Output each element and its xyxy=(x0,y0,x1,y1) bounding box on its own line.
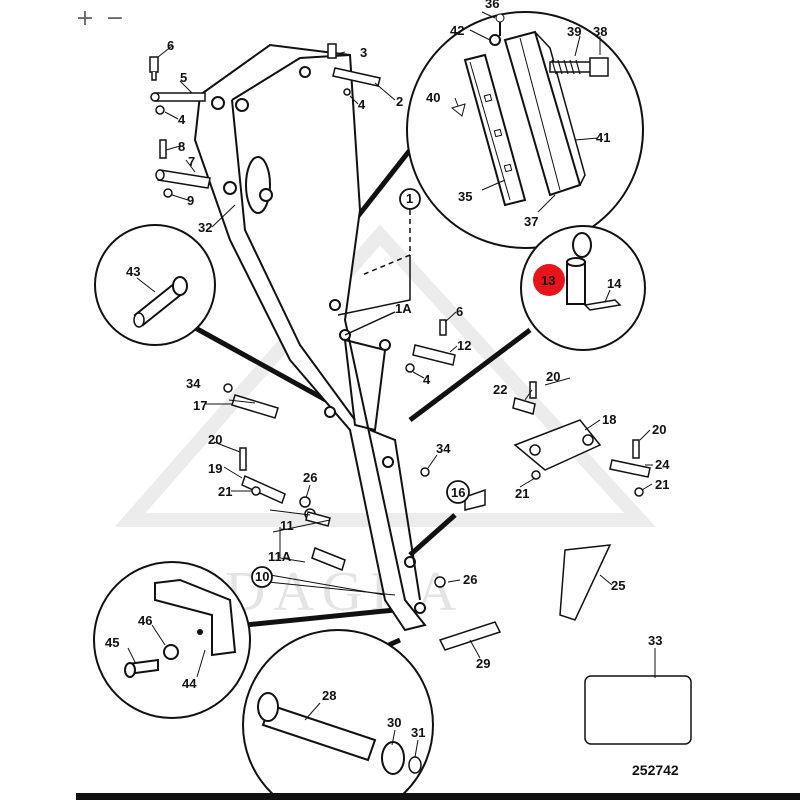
callout-16: 16 xyxy=(451,485,465,500)
callout-1: 1 xyxy=(406,191,413,206)
callout-26: 26 xyxy=(463,572,477,587)
callout-20: 20 xyxy=(652,422,666,437)
callout-46: 46 xyxy=(138,613,152,628)
callout-45: 45 xyxy=(105,635,119,650)
callout-33: 33 xyxy=(648,633,662,648)
callout-9: 9 xyxy=(187,193,194,208)
callout-7: 7 xyxy=(188,154,195,169)
callout-35: 35 xyxy=(458,189,472,204)
callout-1-leader xyxy=(337,210,411,336)
callout-30: 30 xyxy=(387,715,401,730)
callout-18: 18 xyxy=(602,412,616,427)
callout-24: 24 xyxy=(655,457,670,472)
highlight-marker xyxy=(533,264,565,296)
detail-circle-bracket-44 xyxy=(93,561,251,719)
callout-44: 44 xyxy=(182,676,197,691)
loose-parts xyxy=(149,43,692,745)
bottom-bar xyxy=(76,793,800,800)
callout-10: 10 xyxy=(255,569,269,584)
callout-11a: 11A xyxy=(268,549,292,564)
callout-17: 17 xyxy=(193,398,207,413)
callout-3: 3 xyxy=(360,45,367,60)
callout-21: 21 xyxy=(515,486,529,501)
callout-6: 6 xyxy=(456,304,463,319)
callout-20: 20 xyxy=(208,432,222,447)
callout-34: 34 xyxy=(186,376,201,391)
callout-4: 4 xyxy=(358,97,366,112)
detail-circle-pin-43 xyxy=(94,224,216,346)
callout-20: 20 xyxy=(546,369,560,384)
callout-1a: 1A xyxy=(395,301,412,316)
detail-circle-wear-pads xyxy=(406,11,644,249)
callout-39: 39 xyxy=(567,24,581,39)
zoom-out-button[interactable]: − xyxy=(105,6,125,31)
callout-4: 4 xyxy=(178,112,186,127)
callout-ring-16 xyxy=(446,480,470,504)
callout-42: 42 xyxy=(450,23,464,38)
callout-21: 21 xyxy=(655,477,669,492)
callout-36: 36 xyxy=(485,0,499,11)
callout-25: 25 xyxy=(611,578,625,593)
dipper-arm xyxy=(193,43,427,632)
callout-5: 5 xyxy=(180,70,187,85)
callout-14: 14 xyxy=(607,276,622,291)
callout-6: 6 xyxy=(167,38,174,53)
callout-21: 21 xyxy=(218,484,232,499)
callout-31: 31 xyxy=(411,725,425,740)
callout-ring-1 xyxy=(399,188,421,210)
leader-lines xyxy=(127,11,656,758)
callout-37: 37 xyxy=(524,214,538,229)
callout-40: 40 xyxy=(426,90,440,105)
callout-ring-10 xyxy=(251,566,273,588)
zoom-in-button[interactable]: + xyxy=(75,6,95,31)
callout-22: 22 xyxy=(493,382,507,397)
callout-13: 13 xyxy=(541,273,555,288)
callout-29: 29 xyxy=(476,656,490,671)
callout-43: 43 xyxy=(126,264,140,279)
callout-32: 32 xyxy=(198,220,212,235)
callout-34: 34 xyxy=(436,441,451,456)
callout-38: 38 xyxy=(593,24,607,39)
callout-2: 2 xyxy=(396,94,403,109)
callout-12: 12 xyxy=(457,338,471,353)
callout-26: 26 xyxy=(303,470,317,485)
detail-connectors xyxy=(188,148,532,663)
callout-labels: 6 5 4 8 7 9 32 3 4 2 1 1A 6 12 4 36 42 3… xyxy=(105,0,679,778)
diagram-part-number: 252742 xyxy=(632,762,679,778)
callout-19: 19 xyxy=(208,461,222,476)
callout-28: 28 xyxy=(322,688,336,703)
detail-circle-pin-13 xyxy=(520,225,646,351)
callout-11: 11 xyxy=(280,518,294,533)
callout-4: 4 xyxy=(423,372,431,387)
callout-41: 41 xyxy=(596,130,610,145)
callout-8: 8 xyxy=(178,139,185,154)
detail-circle-pin-28 xyxy=(242,629,434,800)
